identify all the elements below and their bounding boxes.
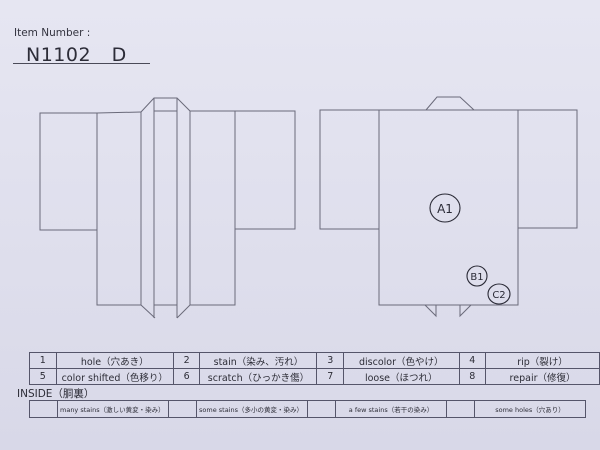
inside-checkbox-some-holes[interactable]: [446, 400, 475, 418]
inside-option-label: a few stains（若干の染み）: [335, 400, 447, 418]
legend-code: 1: [29, 352, 57, 369]
svg-text:A1: A1: [437, 202, 453, 216]
legend-label: color shifted（色移り）: [55, 368, 174, 385]
back-right-sleeve: [517, 109, 578, 229]
legend-code: 4: [458, 352, 487, 369]
back-collar: [425, 96, 475, 111]
legend-code: 5: [29, 368, 57, 385]
item-number-underline: [13, 63, 150, 64]
legend-code: 7: [316, 368, 344, 385]
front-right-sleeve: [234, 110, 296, 230]
item-number-value: N1102 D: [26, 44, 127, 66]
back-bottom-tab-left: [424, 304, 437, 318]
inside-checkbox-some-stains[interactable]: [168, 400, 197, 418]
marker-b1: B1: [466, 265, 488, 287]
svg-text:B1: B1: [470, 272, 483, 283]
kimono-front-outline: [39, 97, 296, 319]
damage-markers: A1 B1 C2: [429, 193, 511, 305]
front-left-body: [96, 113, 141, 306]
legend-label: repair（修復）: [485, 368, 600, 385]
inside-condition-table: many stains（激しい黄変・染み） some stains（多小の黄変・…: [29, 400, 586, 418]
back-left-sleeve: [319, 109, 380, 230]
marker-c2: C2: [487, 283, 511, 305]
inside-option-label: many stains（激しい黄変・染み）: [57, 400, 169, 418]
inside-row: many stains（激しい黄変・染み） some stains（多小の黄変・…: [29, 400, 586, 418]
front-right-body: [190, 111, 236, 306]
legend-row: 5 color shifted（色移り） 6 scratch（ひっかき傷） 7 …: [29, 368, 600, 385]
legend-label: rip（裂け）: [485, 352, 600, 369]
legend-code: 3: [316, 352, 344, 369]
inside-section-label: INSIDE（胴裏）: [17, 388, 95, 400]
legend-label: discolor（色やけ）: [342, 352, 460, 369]
back-bottom-tab-right: [459, 304, 472, 318]
item-number-label: Item Number :: [14, 27, 91, 39]
legend-label: scratch（ひっかき傷）: [199, 368, 318, 385]
kimono-back-outline: [319, 96, 578, 318]
inside-option-label: some holes（穴あり）: [474, 400, 586, 418]
legend-label: hole（穴あき）: [55, 352, 174, 369]
damage-legend-table: 1 hole（穴あき） 2 stain（染み、汚れ） 3 discolor（色や…: [29, 352, 600, 385]
legend-code: 6: [172, 368, 201, 385]
kimono-diagram: A1 B1 C2: [39, 96, 578, 319]
legend-label: loose（ほつれ）: [342, 368, 460, 385]
inside-checkbox-many-stains[interactable]: [29, 400, 58, 418]
marker-a1: A1: [429, 193, 461, 223]
front-left-sleeve: [39, 112, 98, 231]
legend-code: 8: [458, 368, 487, 385]
legend-code: 2: [172, 352, 201, 369]
svg-text:C2: C2: [492, 290, 505, 301]
legend-row: 1 hole（穴あき） 2 stain（染み、汚れ） 3 discolor（色や…: [29, 352, 600, 369]
legend-label: stain（染み、汚れ）: [199, 352, 318, 369]
inside-checkbox-few-stains[interactable]: [307, 400, 336, 418]
inside-option-label: some stains（多小の黄変・染み）: [196, 400, 308, 418]
